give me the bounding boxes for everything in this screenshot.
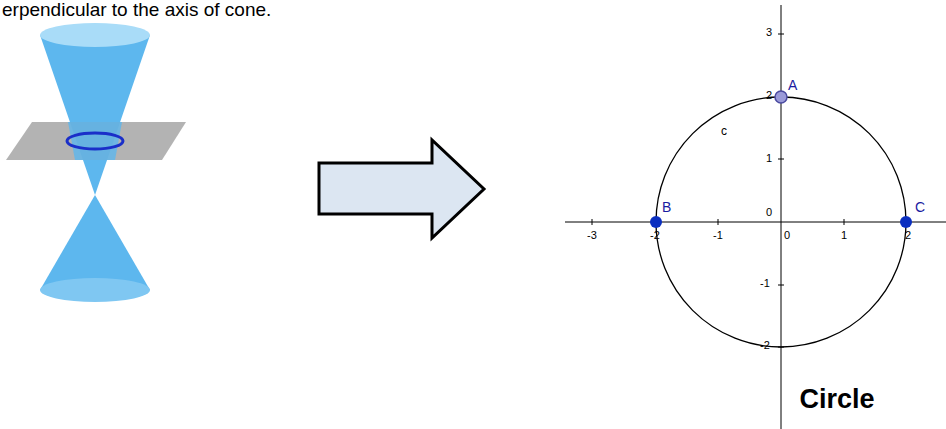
x-axis [565, 222, 946, 223]
tick-label: 0 [766, 207, 772, 218]
tick-label: -1 [760, 278, 770, 289]
tick-label: 1 [841, 230, 847, 241]
cropped-heading: erpendicular to the axis of cone. [2, 0, 271, 19]
curve-label: c [721, 125, 727, 137]
caption: Circle [799, 386, 874, 413]
tick-label: 2 [766, 90, 772, 101]
tick-label: 2 [905, 230, 911, 241]
tick-label: -3 [587, 230, 597, 241]
upper-cone [40, 35, 150, 195]
lower-cone [40, 195, 150, 290]
point-b [650, 216, 662, 228]
point-label: A [788, 78, 797, 92]
y-axis [781, 5, 782, 429]
tick-label: 3 [766, 27, 772, 38]
circle-curve [656, 97, 906, 347]
point-label: C [915, 200, 925, 214]
lower-cone-base [40, 278, 150, 302]
upper-cone-top [40, 23, 150, 47]
tick-label: -1 [713, 230, 723, 241]
tick-label: 0 [784, 230, 790, 241]
ticks [592, 34, 907, 347]
point-c [900, 216, 912, 228]
point-a [775, 91, 787, 103]
tick-label: -2 [760, 340, 770, 351]
section-circle [67, 133, 123, 149]
tick-label: -2 [650, 230, 660, 241]
tick-label: 1 [766, 153, 772, 164]
cutting-plane [6, 122, 186, 160]
cone-through-plane [68, 122, 122, 160]
point-label: B [662, 200, 671, 214]
block-arrow [319, 140, 484, 238]
